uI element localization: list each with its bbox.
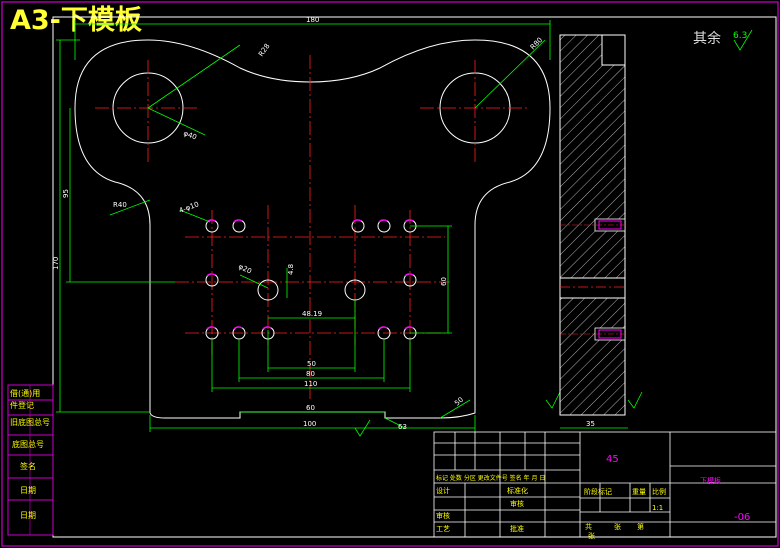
title-block-texts: 45 下模板 -06 1:1 标记 处数 分区 更改文件号 签名 年 月 日 设… (436, 454, 750, 540)
header-row: 标记 处数 分区 更改文件号 签名 年 月 日 (436, 474, 545, 482)
strip-item-5: 签名 (20, 461, 36, 471)
dim-r28: R28 (257, 42, 271, 58)
roughness-value: 6.3 (733, 31, 747, 41)
dim-60-v: 60 (440, 277, 448, 286)
dim-4fi10: 4-φ10 (178, 200, 200, 215)
scale-value: 1:1 (652, 504, 663, 512)
approve-label: 批准 (510, 524, 524, 533)
drawing-no: -06 (734, 512, 750, 523)
sheet2-label: 张 (588, 531, 595, 540)
dim-50: 50 (307, 360, 316, 368)
dim-95: 95 (62, 189, 70, 198)
ratio-label: 比例 (652, 487, 666, 496)
dim-r40: R40 (113, 201, 127, 209)
strip-item-2: 件登记 (10, 400, 34, 410)
stage-mark-label: 阶段标记 (584, 487, 612, 496)
review-label: 审核 (436, 511, 450, 520)
total-label: 共 (585, 522, 592, 531)
strip-item-1: 借(通)用 (10, 388, 40, 398)
center-lines (95, 55, 530, 400)
dim-fi40: φ40 (182, 129, 197, 141)
page-label: 第 (637, 522, 644, 531)
strip-item-4: 底图总号 (12, 439, 44, 449)
drawing-title: A3-下模板 (10, 5, 142, 36)
part-name: 下模板 (700, 476, 721, 485)
dim-110: 110 (304, 380, 317, 388)
dim-63: 63 (398, 423, 407, 431)
dim-100: 100 (303, 420, 316, 428)
dimension-texts: 180 R80 170 95 R40 R28 φ40 φ20 4-φ10 4.8… (52, 16, 595, 431)
dim-170: 170 (52, 257, 60, 270)
title-block (433, 431, 777, 538)
section-view (559, 34, 626, 416)
dim-50-br: 50 (453, 396, 465, 408)
dim-80: 80 (306, 370, 315, 378)
dim-4-8: 4.8 (287, 264, 295, 275)
dim-r80: R80 (529, 36, 544, 51)
surface-note: 其余 (693, 30, 721, 47)
hole-pattern (205, 219, 417, 340)
strip-item-6: 日期 (20, 486, 36, 495)
weight-label: 重量 (632, 488, 646, 496)
dim-48-19: 48.19 (302, 310, 322, 318)
strip-item-7: 日期 (20, 511, 36, 520)
material: 45 (606, 454, 619, 465)
left-strip: 借(通)用 件登记 旧底图总号 底图总号 签名 日期 日期 (7, 384, 54, 536)
inner-frame (52, 16, 777, 538)
dim-180: 180 (306, 16, 319, 24)
process-label: 工艺 (436, 525, 450, 533)
standardize-label: 标准化 (507, 486, 528, 495)
sheet-label: 张 (614, 522, 621, 531)
design-label: 设计 (436, 486, 450, 495)
dimension-lines (56, 20, 628, 432)
roughness-marks (354, 29, 753, 437)
proofread-label: 审核 (510, 499, 524, 508)
dim-fi20: φ20 (237, 263, 253, 276)
dim-35: 35 (586, 420, 595, 428)
strip-item-3: 旧底图总号 (10, 417, 50, 427)
dim-60-bottom: 60 (306, 404, 315, 412)
